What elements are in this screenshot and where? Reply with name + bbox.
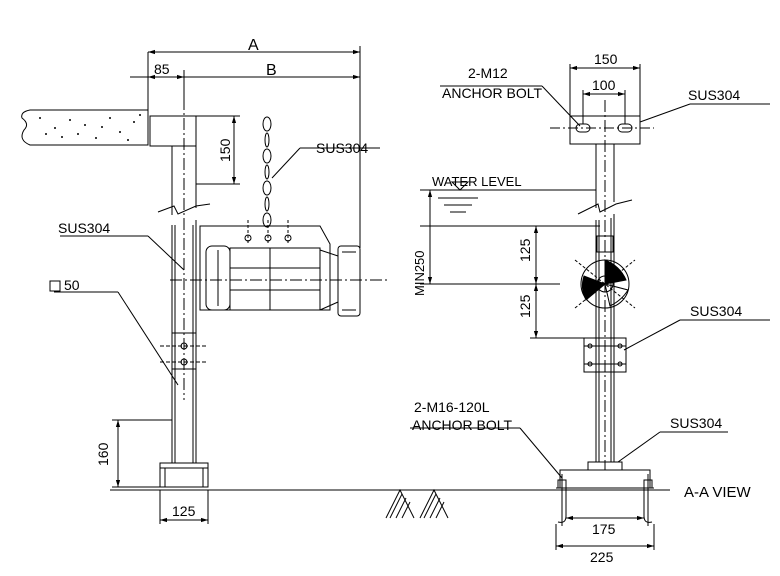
dim-160: 160 xyxy=(95,442,111,466)
break-line xyxy=(157,203,211,215)
label-sus304-base-right: SUS304 xyxy=(670,415,722,431)
label-sus304-left-post: SUS304 xyxy=(58,220,110,236)
right-view xyxy=(410,64,770,550)
label-square-50: 50 xyxy=(64,277,80,293)
square-section-icon xyxy=(49,280,61,292)
label-anchor-m16-size: 2-M16-120L xyxy=(414,399,490,415)
label-water-level: WATER LEVEL xyxy=(432,174,522,189)
right-base-plate xyxy=(559,469,651,489)
label-anchor-m12-size: 2-M12 xyxy=(468,65,508,81)
dim-150-top: 150 xyxy=(594,51,618,67)
mid-clamp xyxy=(583,337,627,373)
dim-100-top: 100 xyxy=(592,77,616,93)
lifting-chain xyxy=(262,116,272,228)
dim-150-vertical: 150 xyxy=(217,138,233,162)
dim-85: 85 xyxy=(154,61,170,77)
label-view-a-a: A-A VIEW xyxy=(684,484,752,501)
mixer-unit xyxy=(170,220,390,317)
post-clamp xyxy=(171,332,197,370)
wall-bracket xyxy=(149,115,197,147)
concrete-slab xyxy=(21,109,149,146)
label-sus304-top-right: SUS304 xyxy=(688,87,740,103)
label-sus304-mid-right: SUS304 xyxy=(690,303,742,319)
left-base-plate xyxy=(159,462,209,488)
left-view xyxy=(21,46,390,524)
dim-min250: MIN250 xyxy=(412,250,427,296)
dim-175: 175 xyxy=(592,521,616,537)
dim-125-lower: 125 xyxy=(517,294,533,318)
concrete-speckles xyxy=(39,114,141,141)
dim-125-upper: 125 xyxy=(517,238,533,262)
ground-hatch xyxy=(385,488,449,519)
label-anchor-m12-type: ANCHOR BOLT xyxy=(442,85,543,101)
dim-125-base: 125 xyxy=(172,503,196,519)
label-sus304-chain: SUS304 xyxy=(316,140,368,156)
label-anchor-m16-type: ANCHOR BOLT xyxy=(412,417,513,433)
dim-a: A xyxy=(248,37,259,54)
propeller xyxy=(574,235,636,309)
dim-b: B xyxy=(266,62,277,79)
dim-225: 225 xyxy=(590,549,614,565)
